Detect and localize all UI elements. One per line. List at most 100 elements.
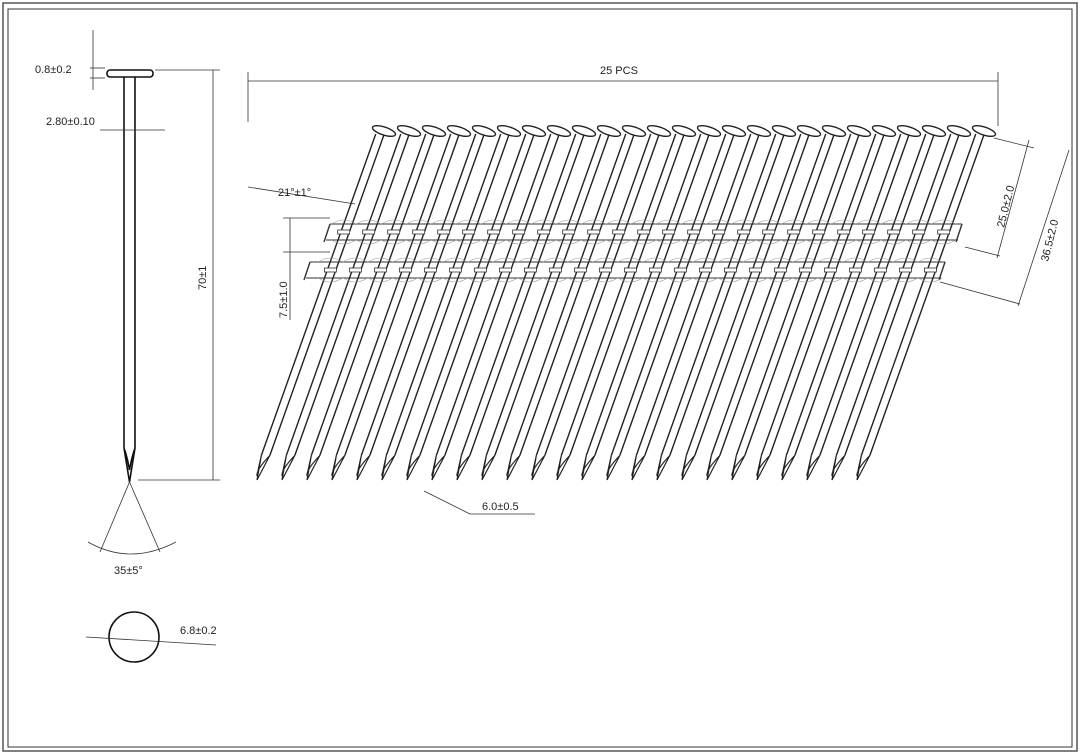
paper-tape-slot bbox=[687, 229, 701, 235]
nail-head bbox=[106, 69, 154, 78]
paper-tape-wave bbox=[568, 257, 593, 263]
paper-tape-end bbox=[303, 261, 311, 281]
tape-to-head-dimensions: 25.0±2.0 36.5±2.0 bbox=[939, 137, 1070, 307]
paper-tape-slot bbox=[748, 267, 762, 273]
strip-nail-head bbox=[721, 124, 747, 138]
paper-tape-slot bbox=[323, 267, 337, 273]
strip-nail-shank bbox=[269, 133, 385, 456]
paper-tape-slot bbox=[573, 267, 587, 273]
strip-nail-shank bbox=[669, 133, 785, 456]
strip-nail-shank bbox=[660, 133, 777, 456]
paper-tape-wave bbox=[581, 239, 606, 245]
paper-tape-slot bbox=[523, 267, 537, 273]
strip-nail-point bbox=[781, 454, 796, 481]
paper-tape-wave bbox=[781, 239, 806, 245]
paper-tape-wave bbox=[606, 239, 631, 245]
strip-nail-point bbox=[256, 454, 271, 481]
paper-tape-wave bbox=[518, 257, 543, 263]
paper-tape-wave bbox=[381, 219, 406, 225]
paper-tape-wave bbox=[543, 257, 568, 263]
length-dimension: 70±1 bbox=[138, 69, 220, 481]
paper-tape-wave bbox=[918, 277, 943, 283]
paper-tape-wave bbox=[406, 219, 431, 225]
paper-tape-wave bbox=[493, 277, 518, 283]
paper-tape-wave bbox=[643, 257, 668, 263]
paper-tape-slot bbox=[887, 229, 901, 235]
strip-nail-shank bbox=[260, 133, 377, 456]
strip-nail-shank bbox=[585, 133, 702, 456]
paper-tape-wave bbox=[656, 239, 681, 245]
paper-tape-slot bbox=[898, 267, 912, 273]
strip-nail-head bbox=[921, 124, 947, 138]
paper-tape-end bbox=[938, 261, 946, 281]
paper-tape-slot bbox=[512, 229, 526, 235]
paper-tape-wave bbox=[606, 219, 631, 225]
paper-tape-wave bbox=[381, 239, 406, 245]
paper-tape-slot bbox=[587, 229, 601, 235]
paper-tape-slot bbox=[798, 267, 812, 273]
paper-tape-slot bbox=[912, 229, 926, 235]
paper-tape-slot bbox=[698, 267, 712, 273]
head-diameter-label: 6.8±0.2 bbox=[180, 625, 217, 637]
strip-nail-shank bbox=[835, 133, 952, 456]
paper-tape-wave bbox=[931, 239, 956, 245]
paper-tape-wave bbox=[806, 219, 831, 225]
strip-nail-shank bbox=[744, 133, 860, 456]
strip-nail-shank bbox=[810, 133, 927, 456]
strip-nail-point bbox=[506, 454, 521, 481]
strip-nail-shank bbox=[444, 133, 560, 456]
point-angle-label: 35±5° bbox=[114, 565, 143, 577]
paper-tape-wave bbox=[643, 277, 668, 283]
paper-tape-slot bbox=[423, 267, 437, 273]
strip-nail-point bbox=[681, 454, 696, 481]
strip-nail-head bbox=[471, 124, 497, 138]
strip-nail-point bbox=[431, 454, 446, 481]
strip-nail-point bbox=[606, 454, 621, 481]
strip-nail-head bbox=[371, 124, 397, 138]
strip-nail-shank bbox=[760, 133, 877, 456]
paper-tape-slot bbox=[787, 229, 801, 235]
strip-nail-shank bbox=[685, 133, 802, 456]
paper-tape-wave bbox=[443, 277, 468, 283]
point-angle-dimension: 35±5° bbox=[87, 481, 177, 577]
paper-tape-wave bbox=[543, 277, 568, 283]
strip-nail-shank bbox=[469, 133, 585, 456]
strip-nail-shank bbox=[285, 133, 402, 456]
paper-tape-wave bbox=[593, 277, 618, 283]
drawing-frame-inner bbox=[7, 8, 1073, 748]
paper-tape-wave bbox=[731, 219, 756, 225]
single-nail-view bbox=[106, 69, 154, 483]
collation-angle-dimension: 21°±1° bbox=[247, 186, 356, 205]
paper-tape-wave bbox=[756, 239, 781, 245]
paper-tape-wave bbox=[881, 239, 906, 245]
strip-nail-shank bbox=[869, 133, 985, 456]
strip-nail-point bbox=[356, 454, 371, 481]
paper-tape-wave bbox=[831, 239, 856, 245]
paper-tape-slot bbox=[387, 229, 401, 235]
tape-to-head-2-label: 36.5±2.0 bbox=[1039, 218, 1061, 262]
strip-nail-head bbox=[621, 124, 647, 138]
head-thickness-dimension: 0.8±0.2 bbox=[35, 30, 105, 90]
paper-tape-slot bbox=[823, 267, 837, 273]
nail-point bbox=[123, 447, 136, 483]
strip-nail-head bbox=[671, 124, 697, 138]
strip-nail-head bbox=[496, 124, 522, 138]
paper-tape-wave bbox=[718, 257, 743, 263]
strip-count-label: 25 PCS bbox=[600, 65, 638, 77]
strip-nail-shank bbox=[344, 133, 460, 456]
strip-nail-shank bbox=[769, 133, 885, 456]
paper-tape-wave bbox=[368, 277, 393, 283]
paper-tape-slot bbox=[498, 267, 512, 273]
paper-tape-wave bbox=[318, 277, 343, 283]
strip-count-dimension: 25 PCS bbox=[247, 65, 999, 126]
strip-nail-point bbox=[581, 454, 596, 481]
strip-nail-shank bbox=[569, 133, 685, 456]
paper-tape-wave bbox=[818, 257, 843, 263]
paper-tape-wave bbox=[906, 219, 931, 225]
paper-tape-wave bbox=[931, 219, 956, 225]
paper-tape-wave bbox=[868, 277, 893, 283]
paper-tape-wave bbox=[443, 257, 468, 263]
paper-tape-wave bbox=[681, 239, 706, 245]
collation-angle-label: 21°±1° bbox=[278, 187, 311, 199]
